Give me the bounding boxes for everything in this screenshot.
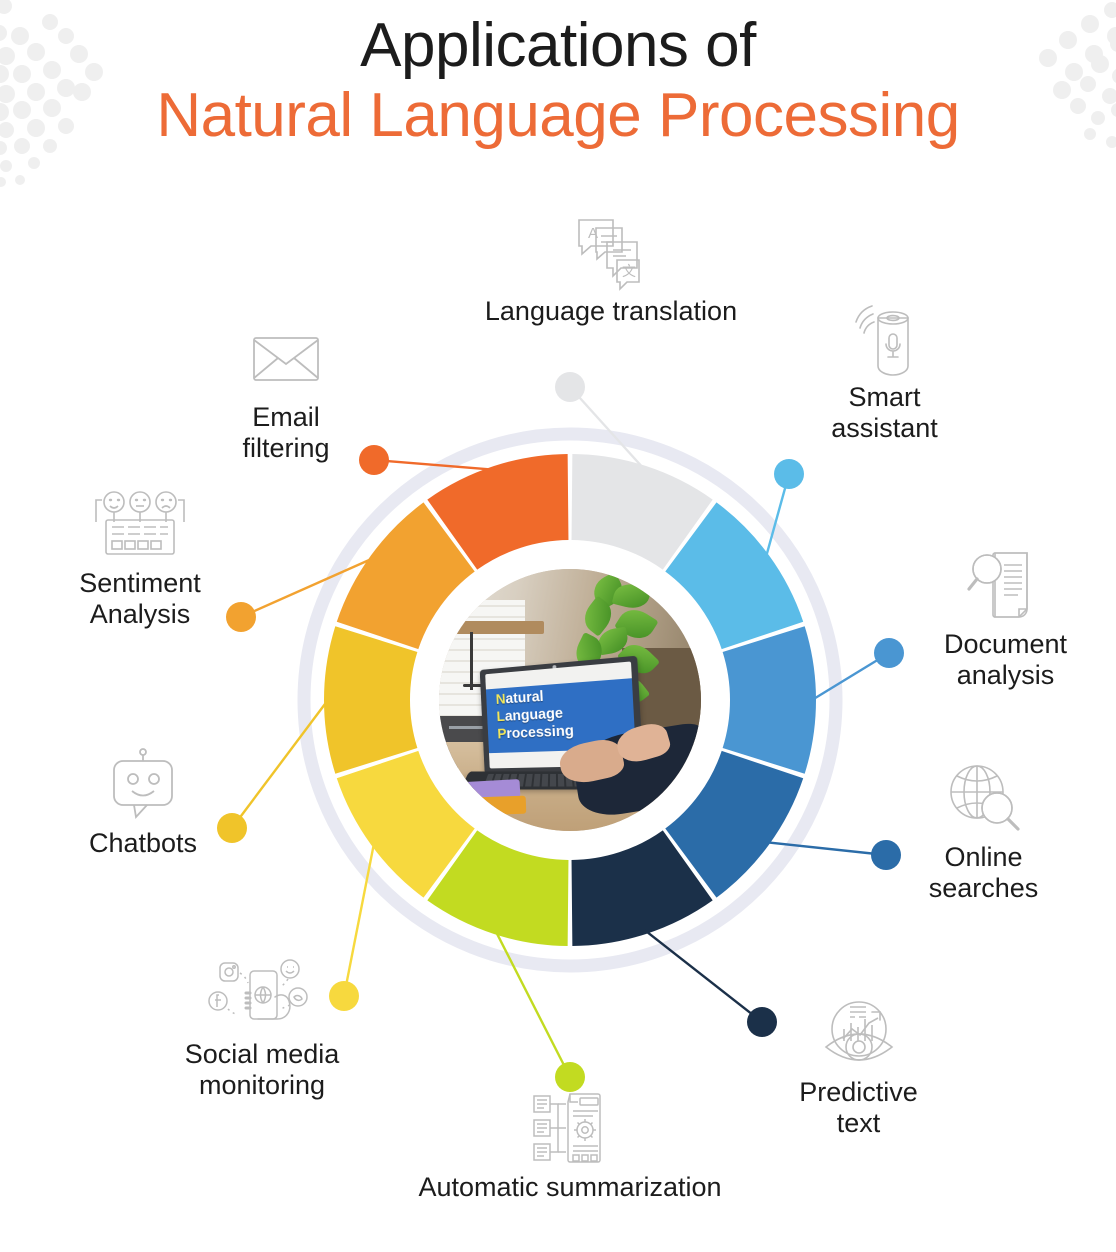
node-label: Email filtering — [242, 402, 330, 464]
laptop-screen-text: Natural Language Processing — [495, 688, 574, 744]
node-sentiment-analysis[interactable]: Sentiment Analysis — [25, 486, 255, 631]
connector-dot-automatic-summarization[interactable] — [555, 1062, 585, 1092]
title-line-1: Applications of — [360, 11, 756, 80]
node-label: Chatbots — [88, 828, 198, 858]
donut-segment-social-media-monitoring[interactable] — [336, 750, 475, 898]
donut-segment-language-translation[interactable] — [571, 454, 713, 570]
node-document-analysis[interactable]: Document analysis — [898, 547, 1113, 692]
connector-dot-language-translation[interactable] — [555, 372, 585, 402]
node-label: Predictive text — [799, 1077, 918, 1139]
donut-segment-email-filtering[interactable] — [427, 454, 569, 570]
donut-segment-chatbots[interactable] — [324, 626, 418, 774]
eye-trend-icon — [746, 995, 971, 1073]
translate-icon: A 文 — [461, 214, 761, 292]
node-email-filtering[interactable]: Email filtering — [171, 320, 401, 465]
center-photo: Natural Language Processing — [430, 560, 710, 840]
smart-speaker-icon — [777, 300, 992, 378]
feedback-faces-icon — [25, 486, 255, 564]
donut-segment-automatic-summarization[interactable] — [427, 830, 569, 946]
title-line-2: Natural Language Processing — [156, 81, 960, 151]
node-automatic-summarization[interactable]: Automatic summarization — [386, 1090, 754, 1203]
node-label: Sentiment Analysis — [79, 568, 201, 630]
document-search-icon — [898, 547, 1113, 625]
node-chatbots[interactable]: Chatbots — [28, 746, 258, 859]
node-label: Automatic summarization — [418, 1172, 722, 1202]
globe-search-icon — [876, 760, 1091, 838]
node-label: Document analysis — [943, 629, 1068, 691]
donut-segment-predictive-text[interactable] — [571, 830, 713, 946]
node-label: Social media monitoring — [184, 1039, 340, 1101]
node-label: Language translation — [484, 296, 738, 326]
svg-text:文: 文 — [622, 263, 636, 279]
node-smart-assistant[interactable]: Smart assistant — [777, 300, 992, 445]
robot-chat-icon — [28, 746, 258, 824]
page-title: Applications of Natural Language Process… — [0, 11, 1116, 151]
center-photo-scene: Natural Language Processing — [439, 569, 701, 831]
node-social-media-monitoring[interactable]: Social media monitoring — [142, 957, 382, 1102]
document-gear-flow-icon — [386, 1090, 754, 1168]
node-label: Online searches — [928, 842, 1039, 904]
node-label: Smart assistant — [831, 382, 938, 444]
node-language-translation[interactable]: A 文 Language translation — [461, 214, 761, 327]
donut-segment-document-analysis[interactable] — [722, 626, 816, 774]
donut-segment-online-searches[interactable] — [665, 750, 804, 898]
phone-social-icon — [142, 957, 382, 1035]
donut-segment-smart-assistant[interactable] — [665, 502, 804, 650]
node-predictive-text[interactable]: Predictive text — [746, 995, 971, 1140]
node-online-searches[interactable]: Online searches — [876, 760, 1091, 905]
svg-text:A: A — [588, 225, 598, 242]
envelope-icon — [171, 320, 401, 398]
